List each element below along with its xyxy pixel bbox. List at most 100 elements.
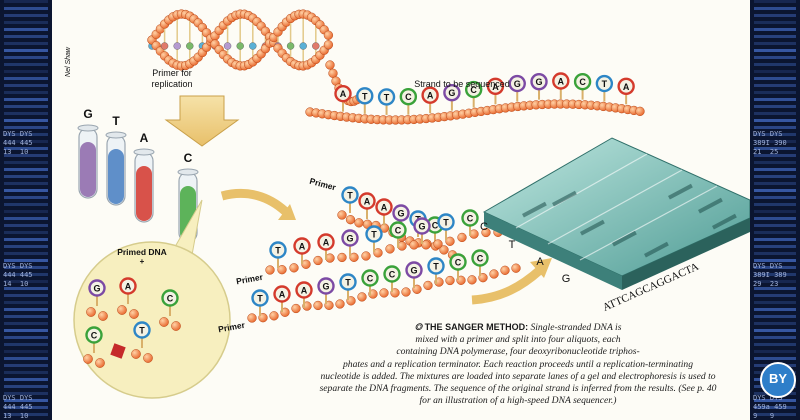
- caption-line-4: phates and a replication terminator. Eac…: [342, 358, 694, 370]
- base-t-circle: [339, 273, 357, 291]
- gel-band-stripe: [4, 42, 48, 45]
- gel-band-stripe: [754, 210, 796, 213]
- gel-band-stripe: [4, 126, 48, 129]
- base-g-circle: [405, 261, 423, 279]
- base-c-label: C: [470, 85, 477, 95]
- helix-base-dot: [249, 42, 257, 50]
- gel-marker-text: DYS DYS: [753, 130, 783, 138]
- base-a-circle: [295, 281, 313, 299]
- gel-band-stripe: [4, 336, 48, 339]
- primed-dna-plus: +: [140, 257, 145, 266]
- gel-band-stripe: [4, 294, 48, 297]
- gel-band-stripe: [4, 182, 48, 185]
- callout-pointer: [171, 199, 203, 256]
- gel-band: [697, 197, 723, 214]
- gel-band-stripe: [4, 189, 48, 192]
- fragment-bead: [345, 215, 356, 225]
- fragment-bead: [423, 280, 433, 291]
- base-t-circle: [269, 241, 287, 259]
- test-tube-rim: [133, 148, 155, 156]
- gel-band-stripe: [4, 259, 48, 262]
- template-strand-bead: [635, 106, 645, 116]
- fragment-bead: [373, 248, 383, 258]
- gel-band-stripe: [754, 315, 796, 318]
- backbone-bead: [131, 349, 141, 359]
- backbone-bead: [95, 358, 105, 368]
- gel-band-stripe: [4, 343, 48, 346]
- gel-band-stripe: [754, 245, 796, 248]
- gel-band-stripe: [754, 98, 796, 101]
- gel-band-stripe: [754, 189, 796, 192]
- fragment-bead: [361, 251, 371, 261]
- gel-band-stripe: [4, 119, 48, 122]
- sanger-method-caption: ⭗ THE SANGER METHOD: Single-stranded DNA…: [248, 321, 750, 407]
- gel-band: [522, 201, 547, 218]
- gel-band-stripe: [754, 413, 796, 416]
- base-a-circle: [358, 192, 376, 210]
- gel-band-stripe: [754, 336, 796, 339]
- gel-band-stripe: [4, 280, 48, 283]
- fragment-bead: [349, 252, 359, 262]
- gel-band-stripe: [4, 77, 48, 80]
- gel-band-stripe: [4, 315, 48, 318]
- gel-band-stripe: [754, 147, 796, 150]
- fragment-primer-label-1: Primer: [235, 272, 264, 287]
- gel-band-stripe: [4, 350, 48, 353]
- base-c-label: C: [91, 331, 98, 341]
- gel-band-stripe: [4, 168, 48, 171]
- base-g-label: G: [448, 88, 455, 98]
- gel-lane-divider: [515, 153, 648, 229]
- curved-arrow-head: [278, 204, 296, 220]
- gel-band-stripe: [4, 203, 48, 206]
- backbone-bead: [117, 305, 127, 315]
- gel-band-stripe: [4, 28, 48, 31]
- curved-arrow-icon: [220, 188, 292, 218]
- base-t-circle: [251, 289, 269, 307]
- gel-marker-text: DYS DYS: [3, 394, 33, 402]
- test-tube-rim: [177, 168, 199, 176]
- gel-arrow-icon: [471, 266, 543, 305]
- base-t-label: T: [433, 262, 439, 272]
- gel-lane-letter-g: G: [562, 273, 571, 285]
- caption-line-6: separate the DNA fragments. The sequence…: [319, 383, 717, 395]
- gel-band-stripe: [754, 399, 796, 402]
- caption-line-3: containing DNA polymerase, four deoxyrib…: [396, 346, 640, 358]
- gel-marker-text: 21 25: [753, 148, 779, 156]
- gel-band-stripe: [754, 7, 796, 10]
- fragment-bead: [277, 265, 287, 275]
- backbone-bead: [143, 353, 153, 363]
- base-a-circle: [317, 233, 335, 251]
- base-a-circle: [617, 77, 635, 96]
- tube-label-t: T: [112, 114, 120, 128]
- gel-band-stripe: [754, 119, 796, 122]
- gel-band-stripe: [4, 147, 48, 150]
- base-a-label: A: [427, 91, 434, 101]
- gel-band-stripe: [754, 406, 796, 409]
- gel-band-stripe: [4, 175, 48, 178]
- gel-band-stripe: [4, 252, 48, 255]
- fragment-bead: [337, 210, 347, 220]
- gel-band-stripe: [754, 175, 796, 178]
- down-arrow-icon: [164, 95, 240, 147]
- fragment-bead: [445, 236, 455, 246]
- fragment-bead: [457, 232, 467, 243]
- base-a-circle: [375, 198, 393, 216]
- strand-bead: [328, 68, 338, 78]
- fragment-bead: [409, 240, 419, 250]
- fragment-bead: [433, 239, 443, 249]
- gel-band-stripe: [754, 112, 796, 115]
- helix-base-dot: [160, 42, 169, 50]
- base-c-circle: [461, 209, 479, 227]
- base-t-circle: [377, 88, 396, 106]
- gel-band-stripe: [4, 329, 48, 332]
- gel-band-stripe: [754, 126, 796, 129]
- gel-band-stripe: [754, 28, 796, 31]
- base-a-circle: [334, 84, 352, 103]
- gel-band-stripe: [4, 399, 48, 402]
- gel-band-stripe: [754, 343, 796, 346]
- gel-marker-text: 29 23: [753, 280, 779, 288]
- gel-band-stripe: [754, 77, 796, 80]
- by-badge-icon[interactable]: BY: [760, 362, 796, 398]
- base-g-label: G: [93, 284, 100, 294]
